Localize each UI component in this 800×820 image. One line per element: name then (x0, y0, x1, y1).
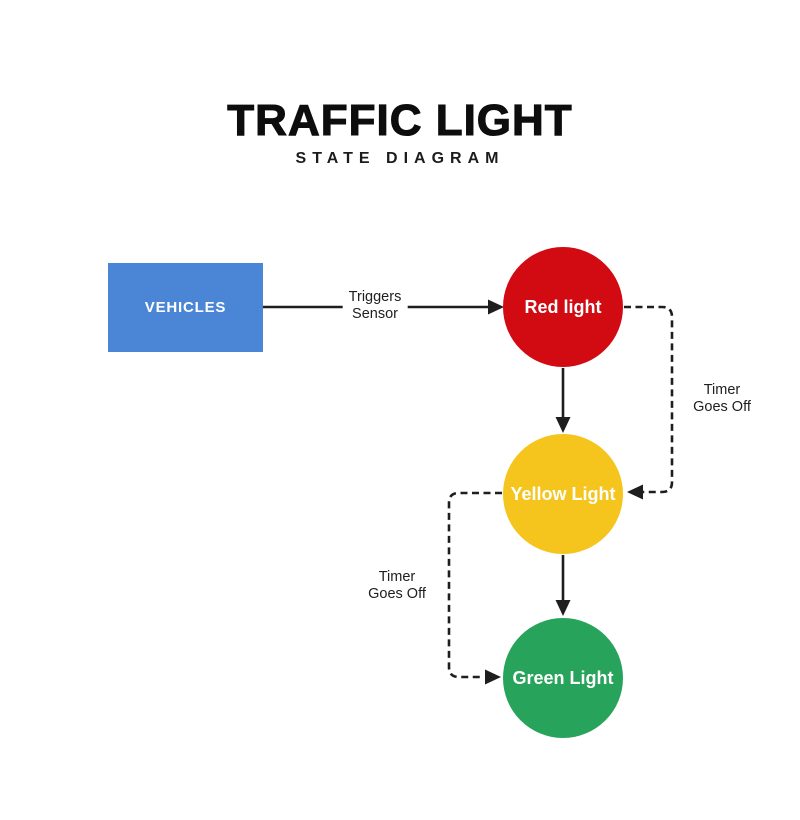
page-subtitle: STATE DIAGRAM (295, 150, 505, 167)
node-vehicles-label: VEHICLES (144, 299, 227, 316)
edge-arrowheads (485, 299, 643, 685)
arrowhead-yellow-green (555, 600, 571, 616)
edge-label-triggers-sensor: Triggers Sensor (342, 286, 408, 326)
node-vehicles: VEHICLES (108, 263, 263, 352)
edge-label-timer-goes-off-left: Timer Goes Off (362, 566, 432, 606)
page-title: TRAFFIC LIGHT (227, 95, 573, 145)
arrowhead-red-yellow (555, 417, 571, 433)
arrowhead-vehicles-red (488, 299, 504, 315)
node-yellow-light-label: Yellow Light (510, 483, 616, 504)
edge-yellow-timer-path (447, 491, 502, 679)
arrowhead-timer-right (627, 484, 643, 500)
edge-red-timer-path (624, 305, 674, 494)
edge-label-timer-goes-off-right: Timer Goes Off (687, 379, 757, 419)
node-green-light: Green Light (503, 618, 623, 738)
node-red-light-label: Red light (524, 296, 602, 317)
node-yellow-light: Yellow Light (503, 434, 623, 554)
arrowhead-timer-left (485, 669, 501, 685)
node-red-light: Red light (503, 247, 623, 367)
node-green-light-label: Green Light (512, 667, 614, 688)
